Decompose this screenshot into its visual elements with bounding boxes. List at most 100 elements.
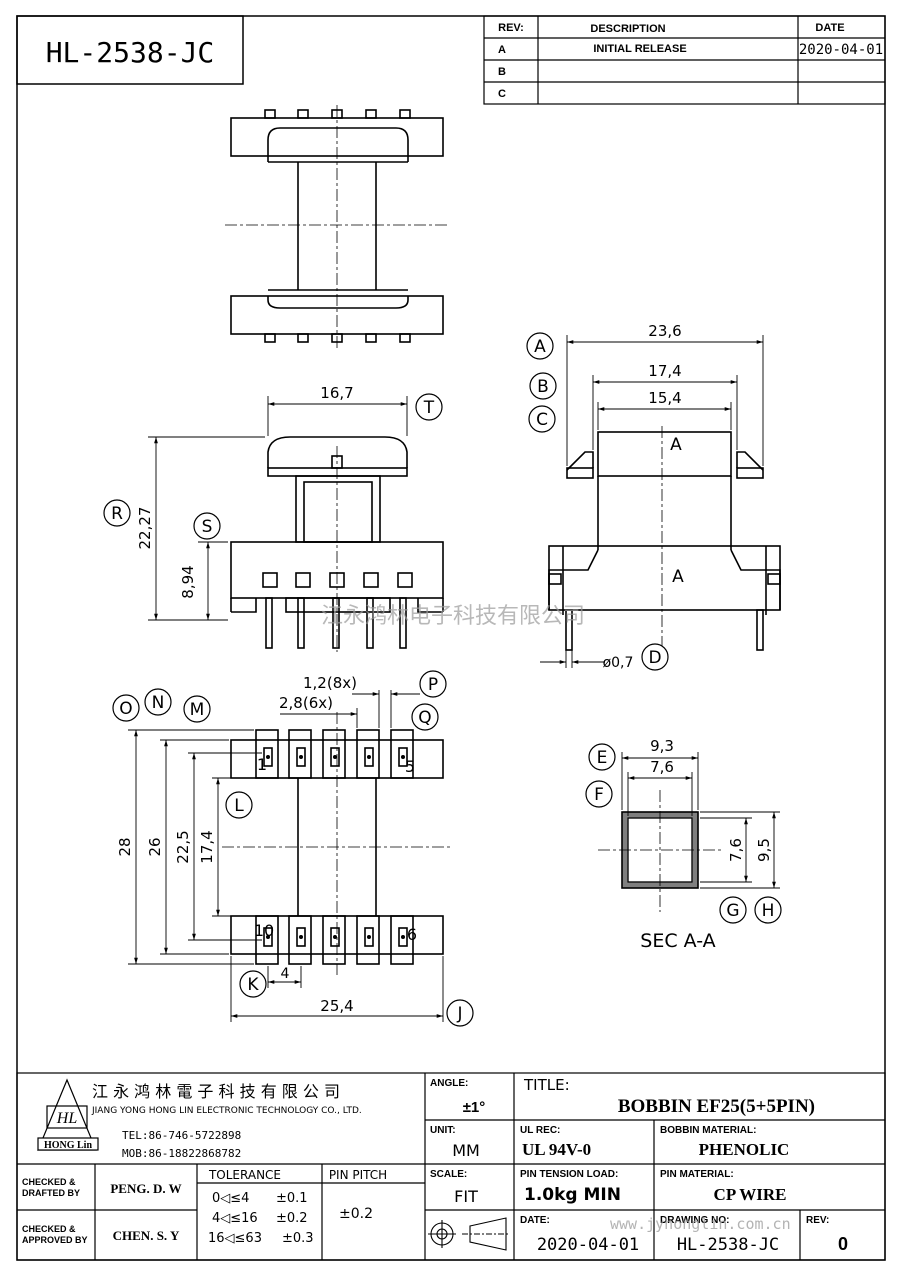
tolerance-range-3: 16◁≤63 bbox=[208, 1231, 262, 1246]
section-mark-bottom: A bbox=[672, 567, 684, 587]
side-view bbox=[548, 431, 781, 651]
scale-value: FIT bbox=[454, 1187, 478, 1206]
checked-approved-label-1: CHECKED & bbox=[22, 1224, 76, 1234]
callout-t: T bbox=[415, 393, 443, 421]
angle-value: ±1° bbox=[463, 1099, 486, 1116]
pin-1-label: 1 bbox=[257, 755, 267, 774]
tolerance-value-1: ±0.1 bbox=[276, 1191, 308, 1206]
callout-k: K bbox=[239, 970, 267, 998]
drawing-no-label: DRAWING NO: bbox=[660, 1215, 729, 1226]
part-number-box bbox=[16, 15, 244, 85]
callout-d: D bbox=[641, 643, 669, 671]
callout-f: F bbox=[585, 780, 613, 808]
svg-text:E: E bbox=[597, 748, 608, 768]
svg-text:J: J bbox=[456, 1004, 462, 1024]
dim-e-value: 9,3 bbox=[650, 737, 674, 755]
dim-s-value: 8,94 bbox=[179, 565, 197, 598]
dim-f-value: 7,6 bbox=[650, 758, 674, 776]
rev-row-a-description: INITIAL RELEASE bbox=[593, 43, 686, 55]
checked-approved-value: CHEN. S. Y bbox=[113, 1228, 180, 1243]
title-block-grid bbox=[16, 1072, 886, 1261]
svg-text:N: N bbox=[152, 693, 165, 713]
company-mob: MOB:86-18822868782 bbox=[122, 1147, 241, 1160]
pin-tension-label: PIN TENSION LOAD: bbox=[520, 1169, 618, 1180]
company-tel: TEL:86-746-5722898 bbox=[122, 1129, 241, 1142]
dim-b-value: 17,4 bbox=[648, 362, 681, 380]
company-name-cn: 江 永 鸿 林 電 子 科 技 有 限 公 司 bbox=[92, 1082, 340, 1101]
date-label: DATE: bbox=[520, 1215, 550, 1226]
dim-q-value: 2,8(6x) bbox=[279, 694, 333, 712]
rev-row-b: B bbox=[498, 66, 506, 78]
svg-text:M: M bbox=[190, 700, 205, 720]
rev-row-a: A bbox=[498, 44, 506, 56]
svg-text:A: A bbox=[534, 337, 546, 357]
section-mark-top: A bbox=[670, 435, 682, 455]
bobbin-material-label: BOBBIN MATERIAL: bbox=[660, 1125, 756, 1136]
svg-text:P: P bbox=[428, 675, 438, 695]
dim-c-value: 15,4 bbox=[648, 389, 681, 407]
callout-q: Q bbox=[411, 703, 439, 731]
company-logo bbox=[37, 1078, 99, 1151]
callout-e: E bbox=[588, 743, 616, 771]
tolerance-range-2: 4◁≤16 bbox=[212, 1211, 258, 1226]
drawing-no-value: HL-2538-JC bbox=[677, 1235, 779, 1255]
callout-c: C bbox=[528, 405, 556, 433]
tolerance-range-1: 0◁≤4 bbox=[212, 1191, 249, 1206]
tolerance-value-2: ±0.2 bbox=[276, 1211, 308, 1226]
rev-row-a-date: 2020-04-01 bbox=[799, 42, 883, 58]
bobbin-material-value: PHENOLIC bbox=[699, 1140, 790, 1159]
website: www.jyhonglin.com.cn bbox=[610, 1215, 791, 1233]
callout-s: S bbox=[193, 512, 221, 540]
callout-l: L bbox=[225, 791, 253, 819]
rev-row-c: C bbox=[498, 88, 506, 100]
dim-section-outer-height: 9,5 bbox=[755, 838, 773, 862]
checked-approved-label-2: APPROVED BY bbox=[22, 1235, 88, 1245]
svg-text:B: B bbox=[537, 377, 549, 397]
callout-g: G bbox=[719, 896, 747, 924]
dim-t-value: 16,7 bbox=[320, 384, 353, 402]
section-caption: SEC A-A bbox=[640, 930, 715, 952]
revision-table bbox=[483, 15, 886, 105]
dim-k-value: 4 bbox=[281, 966, 290, 982]
dim-r-value: 22,27 bbox=[136, 507, 154, 550]
rev-value: 0 bbox=[838, 1234, 848, 1254]
pin-material-label: PIN MATERIAL: bbox=[660, 1169, 734, 1180]
checked-drafted-label-1: CHECKED & bbox=[22, 1177, 76, 1187]
front-view bbox=[230, 436, 444, 649]
dim-n-value: 26 bbox=[146, 837, 164, 856]
unit-value: MM bbox=[452, 1141, 480, 1160]
callout-p: P bbox=[419, 670, 447, 698]
callout-h: H bbox=[754, 896, 782, 924]
pin-6-label: 6 bbox=[407, 925, 417, 944]
dim-p-value: 1,2(8x) bbox=[303, 674, 357, 692]
callout-r: R bbox=[103, 499, 131, 527]
watermark: 江永鸿林电子科技有限公司 bbox=[321, 604, 585, 629]
svg-text:R: R bbox=[111, 504, 123, 524]
date-value: 2020-04-01 bbox=[537, 1235, 639, 1255]
checked-drafted-value: PENG. D. W bbox=[110, 1181, 181, 1196]
dim-section-inner-height: 7,6 bbox=[727, 838, 745, 862]
svg-text:G: G bbox=[726, 901, 739, 921]
projection-symbol-icon bbox=[428, 1217, 510, 1251]
checked-drafted-label-2: DRAFTED BY bbox=[22, 1188, 80, 1198]
callout-m: M bbox=[183, 695, 211, 723]
svg-text:C: C bbox=[536, 410, 548, 430]
svg-text:L: L bbox=[234, 796, 244, 816]
callout-o: O bbox=[112, 694, 140, 722]
callouts: A B C D E F G H J K L M N O P Q R S T bbox=[103, 332, 782, 1027]
unit-label: UNIT: bbox=[430, 1125, 456, 1136]
logo-text: HONG Lin bbox=[44, 1140, 93, 1151]
scale-label: SCALE: bbox=[430, 1169, 467, 1180]
svg-text:F: F bbox=[594, 785, 604, 805]
company-name-en: JIANG YONG HONG LIN ELECTRONIC TECHNOLOG… bbox=[91, 1106, 362, 1116]
dim-l-value: 17,4 bbox=[198, 830, 216, 863]
callout-n: N bbox=[144, 688, 172, 716]
ul-value: UL 94V-0 bbox=[522, 1140, 591, 1159]
svg-text:O: O bbox=[119, 699, 132, 719]
tolerance-value-3: ±0.3 bbox=[282, 1231, 314, 1246]
callout-j: J bbox=[446, 999, 474, 1027]
callout-b: B bbox=[529, 372, 557, 400]
callout-a: A bbox=[526, 332, 554, 360]
dim-j-value: 25,4 bbox=[320, 997, 353, 1015]
